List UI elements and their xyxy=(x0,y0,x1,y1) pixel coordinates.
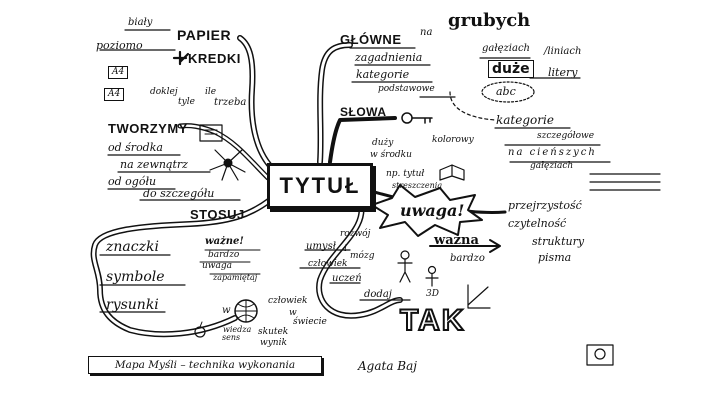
label-kolorowy: kolorowy xyxy=(432,135,474,145)
abc-cloud xyxy=(481,81,535,103)
label-bardzo-stosuj: bardzo xyxy=(208,250,240,260)
label-tyle: tyle xyxy=(178,97,195,107)
label-czlowiek: człowiek xyxy=(268,296,308,306)
person-icon xyxy=(400,250,410,260)
chart-icon xyxy=(467,284,491,309)
label-czytelnosc: czytelność xyxy=(508,217,567,230)
label-rozwoj: rozwój xyxy=(340,229,371,239)
label-stosuj: STOSUJ xyxy=(190,207,245,222)
branch-slowa xyxy=(328,116,397,164)
central-title: TYTUŁ xyxy=(279,173,361,198)
label-w-srodku: w środku xyxy=(370,150,412,160)
label-czlowiek-right: człowiek xyxy=(308,259,348,269)
label-do-szczegolu: do szczegółu xyxy=(143,187,215,200)
label-bardzo-wazna: bardzo xyxy=(450,253,485,264)
label-grubych: grubych xyxy=(448,10,531,31)
label-kredki: KREDKI xyxy=(188,51,241,66)
label-ile: ile xyxy=(205,87,217,97)
label-trzeba: trzeba xyxy=(214,97,247,108)
label-podstawowe: podstawowe xyxy=(378,84,435,94)
label-duzy: duży xyxy=(372,138,394,148)
label-uwaga: uwaga! xyxy=(400,201,465,220)
label-na: na xyxy=(420,27,433,38)
label-mozg: mózg xyxy=(350,251,375,261)
label-zagadnienia: zagadnienia xyxy=(355,51,423,64)
central-title-box: TYTUŁ xyxy=(267,163,373,209)
uwaga-burst xyxy=(371,184,483,237)
author-name: Agata Baj xyxy=(358,359,417,373)
footer-box: Mapa Myśli – technika wykonania xyxy=(88,356,322,374)
label-galeziach-small: gałęziach xyxy=(530,161,574,171)
dotted-link xyxy=(449,91,496,121)
label-na-zewnatrz: na zewnątrz xyxy=(120,158,188,171)
label-litery: litery xyxy=(548,66,578,79)
label-od-srodka: od środka xyxy=(108,141,163,154)
label-a4-double: A4 xyxy=(104,88,125,101)
label-znaczki: znaczki xyxy=(106,239,159,255)
label-od-ogolu: od ogółu xyxy=(108,175,157,188)
label-skutek: skutek xyxy=(258,327,289,337)
label-pisma: pisma xyxy=(538,251,572,264)
label-sens: sens xyxy=(222,333,241,342)
label-3d: 3D xyxy=(426,289,439,299)
label-przejrzystosc: przejrzystość xyxy=(508,199,582,212)
logo-icon xyxy=(586,344,614,366)
label-tworzymy: TWORZYMY xyxy=(108,121,188,136)
label-duze: duże xyxy=(488,60,534,78)
label-uczen: uczeń xyxy=(332,273,362,284)
label-doklej: doklej xyxy=(150,87,178,97)
label-streszczenia: streszczenia xyxy=(392,181,443,190)
label-wiedza: wiedza xyxy=(223,325,252,334)
label-rysunki: rysunki xyxy=(106,297,159,313)
key-icon xyxy=(401,112,413,124)
label-bialy: biały xyxy=(128,17,153,28)
book-icon xyxy=(439,164,465,181)
label-umysl: umysł xyxy=(306,241,336,252)
label-wazne: ważne! xyxy=(205,236,244,247)
label-glowne: GŁÓWNE xyxy=(340,32,402,47)
label-galeziach: gałęziach xyxy=(482,43,530,54)
label-kategorie: kategorie xyxy=(496,113,554,127)
label-a4: A4 xyxy=(108,66,129,79)
label-tak: TAK xyxy=(399,303,466,338)
label-poziomo: poziomo xyxy=(96,39,143,52)
footer-title: Mapa Myśli – technika wykonania xyxy=(114,359,296,371)
label-papier: PAPIER xyxy=(177,27,232,43)
label-i: i xyxy=(344,244,347,254)
label-na-cienszych: na cieńszych xyxy=(508,147,597,158)
label-wynik: wynik xyxy=(260,338,287,348)
label-np-tytul: np. tytuł xyxy=(386,169,425,179)
label-szczegolowe: szczegółowe xyxy=(537,131,595,141)
label-slowa: SŁOWA xyxy=(340,105,387,119)
label-swiecie: świecie xyxy=(293,317,327,327)
label-w2: w xyxy=(289,308,297,318)
label-dodaj: dodaj xyxy=(364,289,392,300)
label-liniach: /liniach xyxy=(544,46,582,57)
label-wazna: ważna xyxy=(434,233,479,248)
label-abc: abc xyxy=(496,85,516,98)
label-symbole: symbole xyxy=(106,269,165,285)
label-w: w xyxy=(222,305,231,316)
label-kategorie-main: kategorie xyxy=(356,68,410,81)
label-uwaga-small: uwaga xyxy=(202,261,232,271)
label-zapamietaj: zapamiętaj xyxy=(213,273,258,282)
label-struktury: struktury xyxy=(532,235,585,248)
